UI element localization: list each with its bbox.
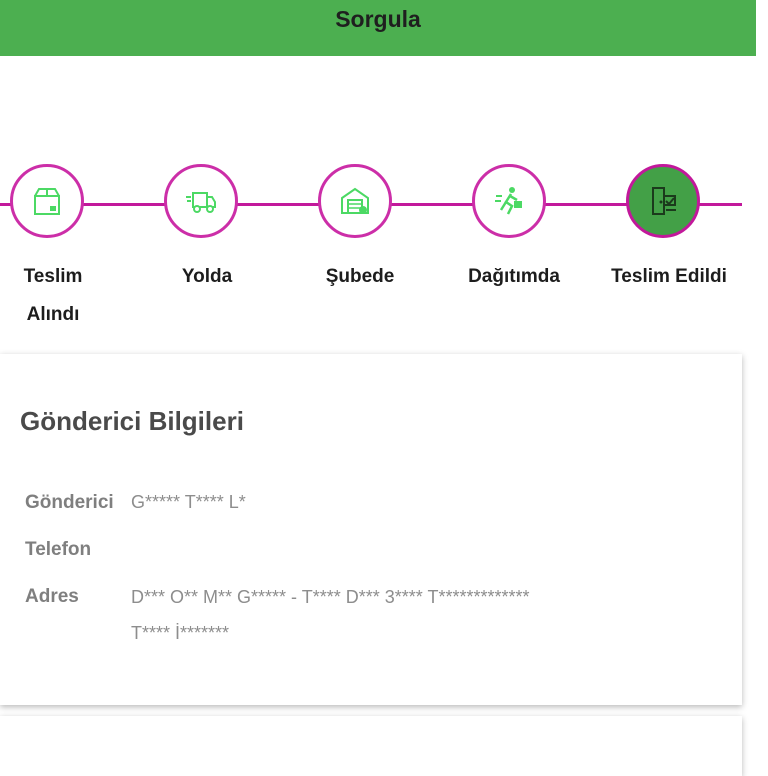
package-icon bbox=[34, 188, 60, 215]
address-line-1: D*** O** M** G***** - T**** D*** 3**** T… bbox=[131, 587, 530, 607]
step-label-dagitimda: Dağıtımda bbox=[468, 266, 560, 287]
address-label: Adres bbox=[25, 586, 79, 607]
step-yolda bbox=[164, 164, 238, 238]
warehouse-icon bbox=[341, 187, 369, 214]
step-subede bbox=[318, 164, 392, 238]
page-title[interactable]: Sorgula bbox=[335, 5, 421, 32]
step-dagitimda bbox=[472, 164, 546, 238]
address-value: D*** O** M** G***** - T**** D*** 3**** T… bbox=[131, 579, 691, 651]
step-teslim-edildi bbox=[626, 164, 700, 238]
step-label-line: Alındı bbox=[26, 304, 80, 325]
step-teslim-alindi bbox=[10, 164, 84, 238]
address-line-2: T**** İ******* bbox=[131, 623, 230, 643]
sender-info-card: Gönderici Bilgileri Gönderici G***** T**… bbox=[0, 354, 742, 705]
courier-running-icon bbox=[495, 187, 522, 215]
step-label-yolda: Yolda bbox=[181, 266, 233, 287]
next-info-card bbox=[0, 716, 742, 776]
sender-label: Gönderici bbox=[25, 492, 114, 513]
card-title: Gönderici Bilgileri bbox=[20, 406, 244, 436]
delivered-door-icon bbox=[652, 187, 676, 215]
screen-edge bbox=[756, 0, 768, 768]
header-bar: Sorgula bbox=[0, 0, 756, 56]
phone-label: Telefon bbox=[25, 539, 92, 560]
step-label-teslim-alindi: Teslim Alındı bbox=[6, 258, 100, 334]
shipment-timeline bbox=[0, 160, 756, 250]
delivery-truck-icon bbox=[186, 192, 216, 213]
step-label-line: Teslim bbox=[23, 266, 83, 287]
sender-value: G***** T**** L* bbox=[131, 492, 246, 512]
step-label-teslim-edildi: Teslim Edildi bbox=[611, 266, 727, 287]
step-label-subede: Şubede bbox=[325, 266, 395, 287]
